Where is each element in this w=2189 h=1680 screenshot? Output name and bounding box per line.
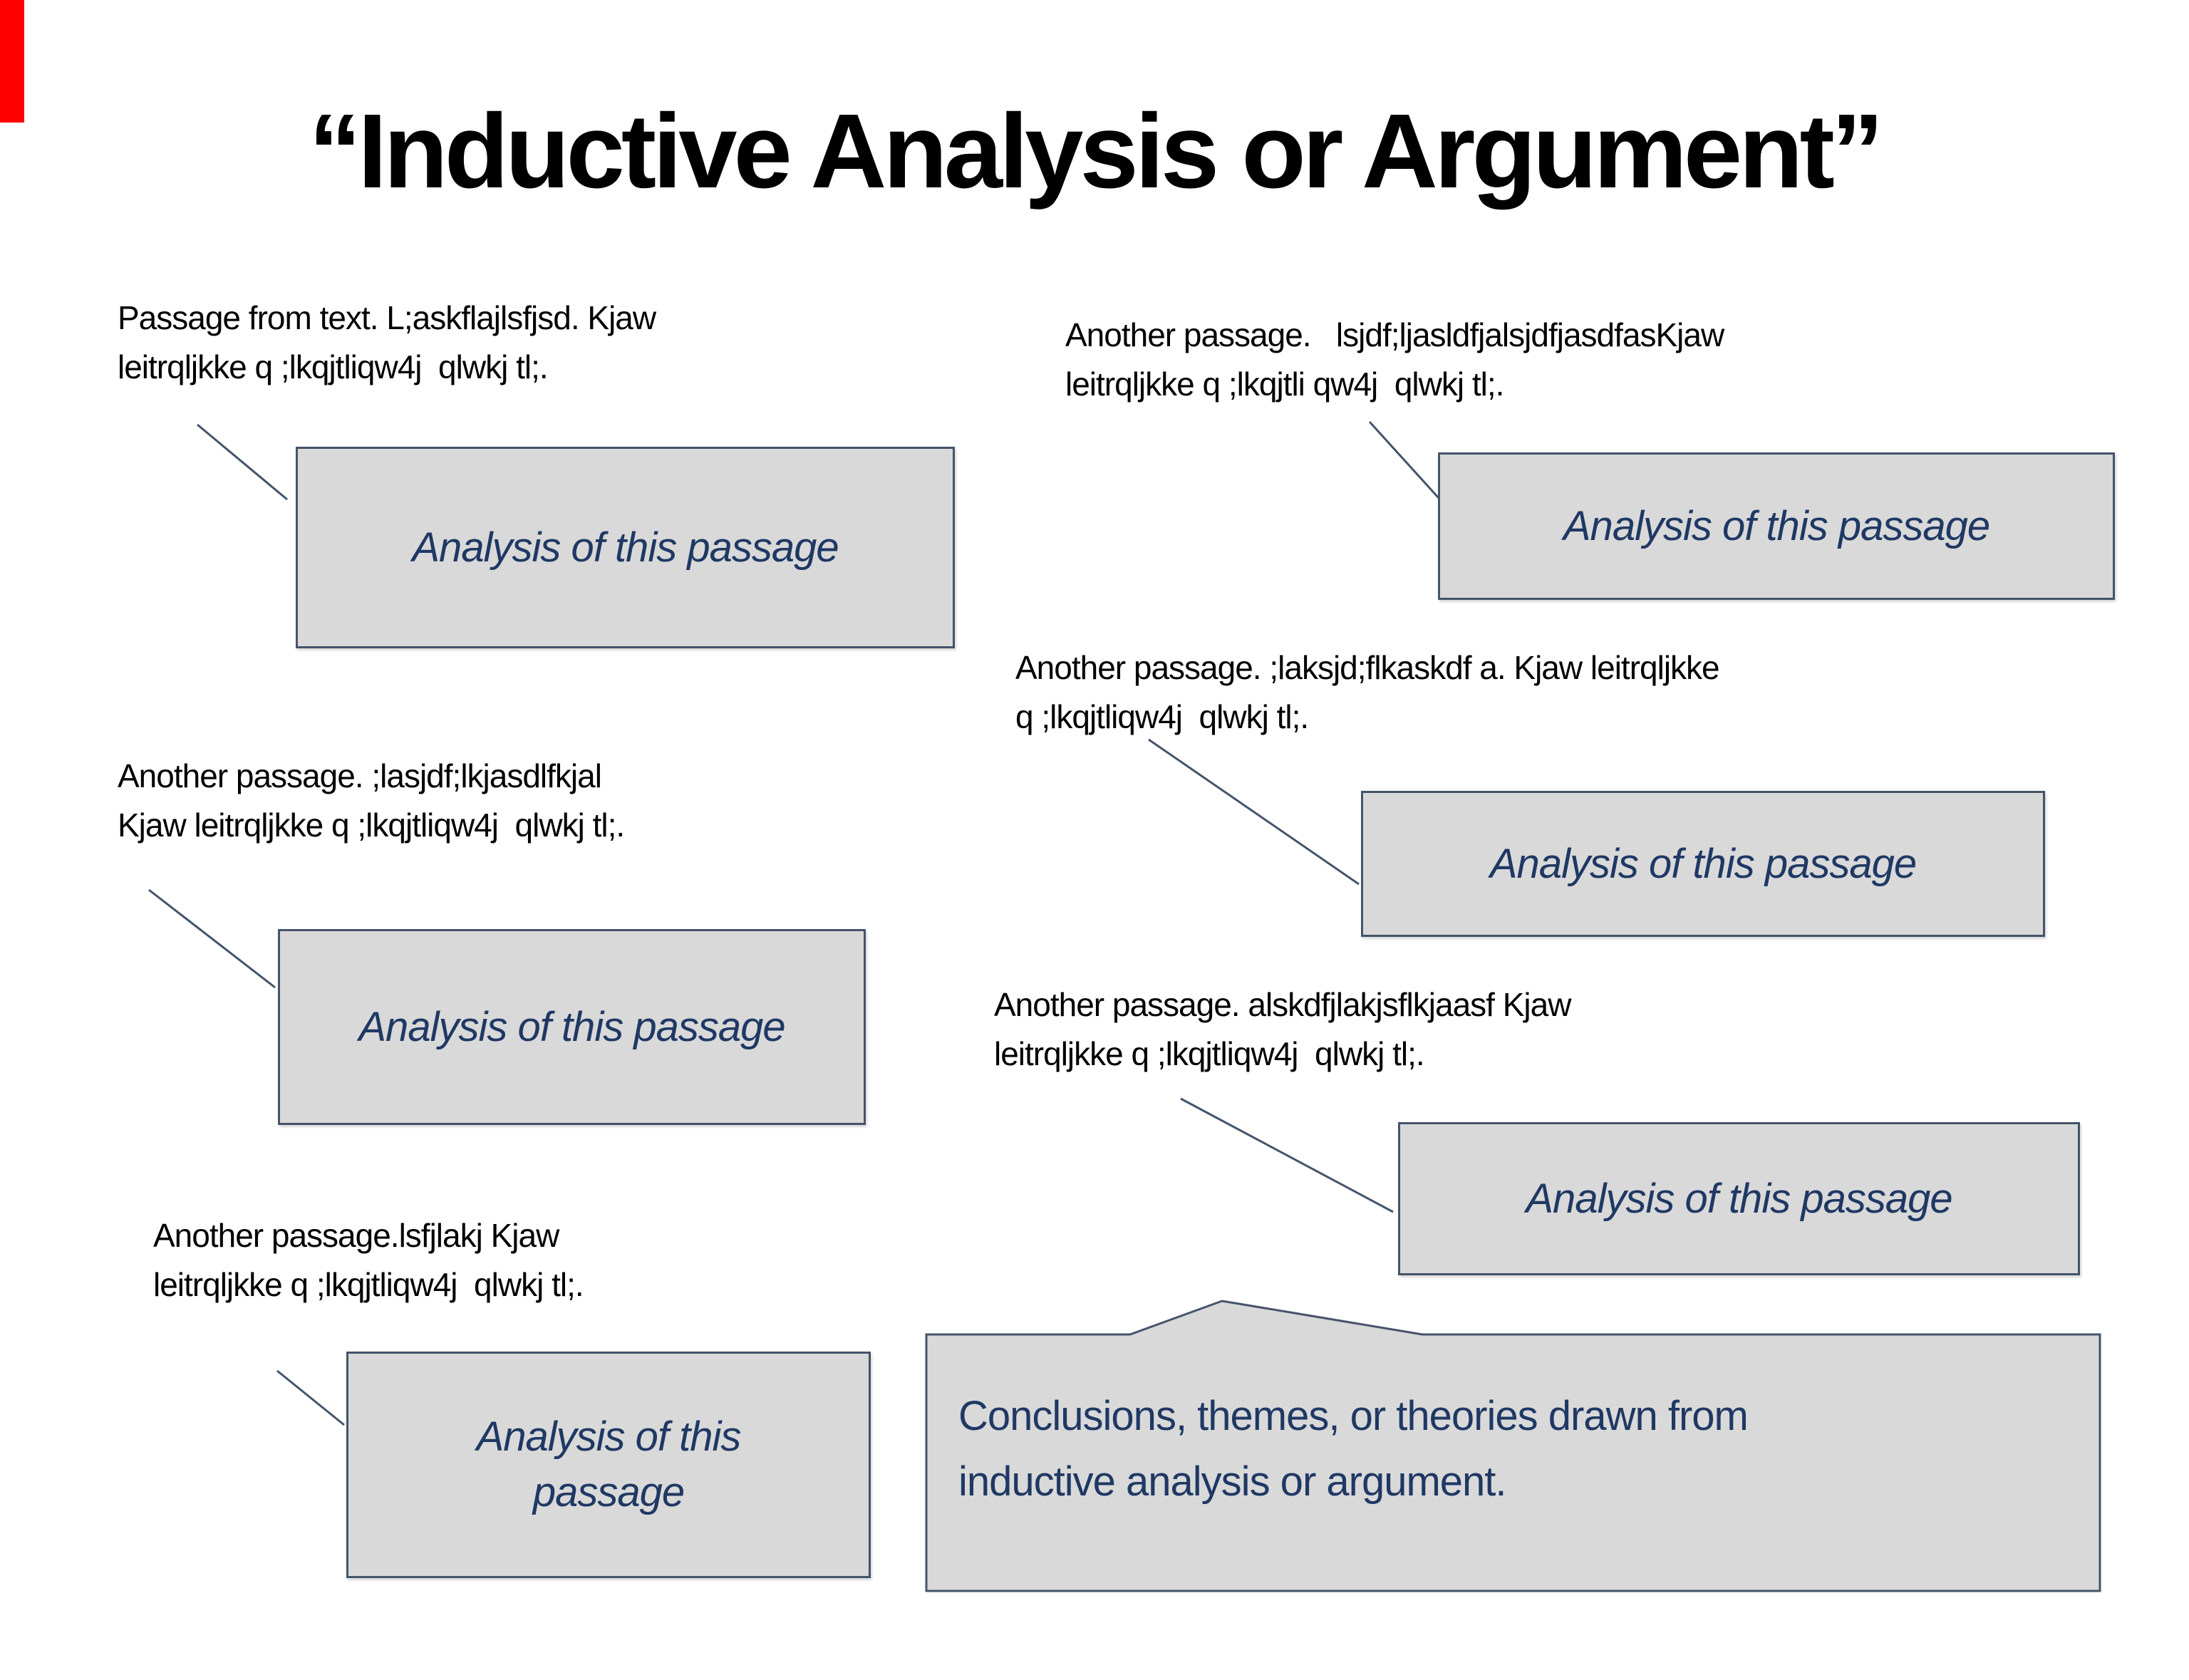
analysis-box-1: Analysis of this passage xyxy=(296,447,955,648)
analysis-box-label: Analysis of this passage xyxy=(412,524,839,571)
connector-line-5 xyxy=(1148,738,1360,886)
passage-text-6: Another passage. alskdfjlakjsflkjaasf Kj… xyxy=(994,986,1571,1072)
connector-line-6 xyxy=(1180,1097,1394,1213)
accent-bar xyxy=(0,0,24,123)
analysis-box-4: Analysis of this passage xyxy=(1438,452,2115,600)
passage-text-3: Another passage.lsfjlakj Kjaw leitrqljkk… xyxy=(153,1217,584,1303)
connector-line-4 xyxy=(1368,420,1440,499)
analysis-box-6: Analysis of this passage xyxy=(1398,1122,2080,1275)
analysis-box-5: Analysis of this passage xyxy=(1361,791,2045,937)
connector-line-2 xyxy=(148,888,276,989)
analysis-box-label: Analysis of this passage xyxy=(476,1414,742,1515)
analysis-box-2: Analysis of this passage xyxy=(278,929,866,1125)
connector-line-1 xyxy=(197,423,288,501)
page-title: “Inductive Analysis or Argument” xyxy=(309,93,1884,210)
connector-line-3 xyxy=(276,1369,345,1426)
conclusion-shape xyxy=(925,1300,2101,1592)
analysis-box-3: Analysis of this passage xyxy=(346,1352,871,1578)
analysis-box-label: Analysis of this passage xyxy=(1563,502,1990,549)
passage-text-4: Another passage. lsjdf;ljasldfjalsjdfjas… xyxy=(1065,316,1724,403)
passage-text-5: Another passage. ;laksjd;flkaskdf a. Kja… xyxy=(1015,649,1720,735)
passage-text-1: Passage from text. L;askflajlsfjsd. Kjaw… xyxy=(118,299,656,385)
analysis-box-label: Analysis of this passage xyxy=(1526,1175,1952,1222)
analysis-box-label: Analysis of this passage xyxy=(1489,840,1917,887)
conclusion-text: Conclusions, themes, or theories drawn f… xyxy=(958,1393,1749,1505)
analysis-box-label: Analysis of this passage xyxy=(358,1003,785,1050)
passage-text-2: Another passage. ;lasjdf;lkjasdlfkjal Kj… xyxy=(118,757,625,844)
